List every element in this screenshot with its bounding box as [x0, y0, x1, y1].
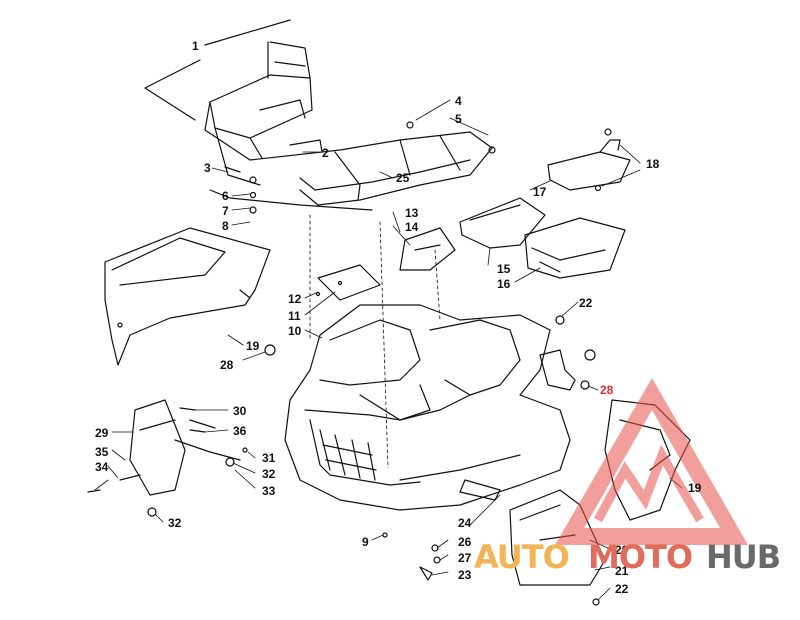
- callout-18: 18: [646, 157, 660, 171]
- callout-22-bottom: 22: [615, 582, 629, 596]
- callout-6: 6: [222, 189, 229, 203]
- callout-27: 27: [458, 551, 472, 565]
- watermark-text-auto: AUTO: [474, 538, 570, 576]
- callout-9: 9: [362, 535, 369, 549]
- callout-21: 21: [615, 564, 629, 578]
- callout-10: 10: [288, 324, 302, 338]
- callout-13: 13: [405, 206, 419, 220]
- rack-group-bracket: [144, 19, 291, 121]
- callout-7: 7: [222, 204, 229, 218]
- callout-12: 12: [288, 292, 302, 306]
- right-bracket: [539, 349, 576, 391]
- callout-35: 35: [95, 445, 109, 459]
- callout-32-bottom: 32: [168, 516, 182, 530]
- callout-28-right: 28: [600, 383, 614, 397]
- watermark-logo: [555, 378, 748, 545]
- callout-19-left: 19: [246, 339, 260, 353]
- top-plate: [317, 264, 381, 301]
- center-bracket: [399, 227, 456, 271]
- left-mud-flap: [129, 399, 186, 496]
- callout-5: 5: [455, 112, 462, 126]
- callout-22-top: 22: [579, 296, 593, 310]
- callout-8: 8: [222, 219, 229, 233]
- callout-33: 33: [262, 484, 276, 498]
- callout-2: 2: [322, 146, 329, 160]
- front-rack: [204, 41, 493, 211]
- left-flap-hardware: [174, 419, 241, 461]
- watermark-text-hub: HUB: [706, 538, 781, 576]
- callout-28-left: 28: [220, 358, 234, 372]
- storage-tray: [459, 197, 546, 249]
- front-body: [284, 304, 571, 511]
- hardware-fasteners: [87, 121, 612, 606]
- callout-1: 1: [192, 39, 199, 53]
- callout-36: 36: [233, 424, 247, 438]
- callout-15: 15: [497, 262, 511, 276]
- leader-lines: [94, 99, 683, 601]
- left-side-panel: [104, 227, 271, 366]
- callout-31: 31: [262, 451, 276, 465]
- callout-23: 23: [458, 568, 472, 582]
- callout-17: 17: [533, 185, 547, 199]
- callout-34: 34: [95, 460, 109, 474]
- callout-24: 24: [458, 516, 472, 530]
- storage-box: [524, 217, 626, 279]
- callout-19-right: 19: [688, 481, 702, 495]
- watermark-text-moto: MOTO: [588, 538, 693, 576]
- callout-3: 3: [204, 161, 211, 175]
- callout-26: 26: [458, 535, 472, 549]
- callout-11: 11: [288, 309, 301, 323]
- callout-32-mid: 32: [262, 467, 276, 481]
- callout-29: 29: [95, 426, 109, 440]
- storage-lid: [547, 139, 631, 191]
- callout-14: 14: [405, 220, 419, 234]
- callout-4: 4: [455, 94, 462, 108]
- callout-25: 25: [396, 171, 410, 185]
- callout-16: 16: [497, 277, 511, 291]
- callout-30: 30: [233, 404, 247, 418]
- callout-20: 20: [615, 543, 629, 557]
